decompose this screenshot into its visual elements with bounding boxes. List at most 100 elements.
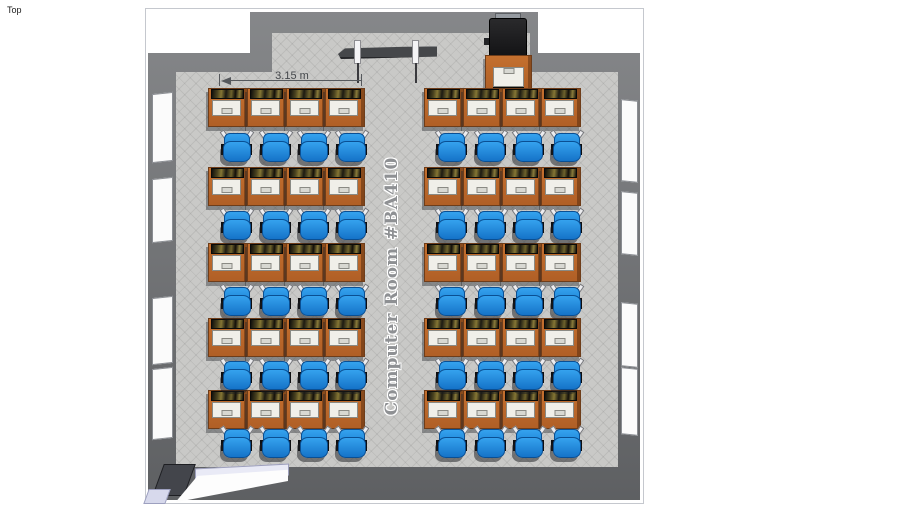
student-desk[interactable]: [325, 167, 365, 206]
student-desk[interactable]: [424, 243, 464, 282]
student-chair[interactable]: [473, 129, 509, 164]
student-chair[interactable]: [434, 425, 470, 460]
student-chair[interactable]: [296, 425, 332, 460]
student-chair[interactable]: [434, 357, 470, 392]
student-chair[interactable]: [296, 283, 332, 318]
student-chair[interactable]: [296, 129, 332, 164]
dimension-label[interactable]: 3.15 m: [275, 70, 309, 82]
student-chair[interactable]: [334, 283, 370, 318]
student-desk[interactable]: [463, 318, 503, 357]
student-desk[interactable]: [286, 167, 326, 206]
monitor-icon: [427, 168, 460, 178]
student-desk[interactable]: [502, 167, 542, 206]
student-desk[interactable]: [424, 88, 464, 127]
drawer-handle-icon: [260, 410, 271, 416]
student-desk[interactable]: [541, 243, 581, 282]
student-desk[interactable]: [502, 390, 542, 429]
student-chair[interactable]: [434, 207, 470, 242]
student-chair[interactable]: [334, 425, 370, 460]
student-desk[interactable]: [208, 390, 248, 429]
student-desk[interactable]: [208, 88, 248, 127]
student-chair[interactable]: [511, 425, 547, 460]
student-chair[interactable]: [549, 283, 585, 318]
student-chair[interactable]: [473, 425, 509, 460]
student-desk[interactable]: [424, 318, 464, 357]
teacher-chair[interactable]: [489, 18, 527, 59]
student-desk[interactable]: [247, 243, 287, 282]
student-chair[interactable]: [473, 207, 509, 242]
student-chair[interactable]: [473, 357, 509, 392]
drawer-handle-icon: [515, 263, 526, 269]
student-desk[interactable]: [463, 167, 503, 206]
student-desk[interactable]: [325, 390, 365, 429]
student-chair[interactable]: [511, 207, 547, 242]
student-chair[interactable]: [258, 207, 294, 242]
student-chair[interactable]: [258, 357, 294, 392]
student-chair[interactable]: [219, 425, 255, 460]
student-desk[interactable]: [541, 390, 581, 429]
window-left: [152, 366, 173, 441]
student-desk[interactable]: [247, 167, 287, 206]
student-chair[interactable]: [219, 129, 255, 164]
student-desk[interactable]: [247, 88, 287, 127]
student-desk[interactable]: [208, 243, 248, 282]
keyboard-tray: [506, 255, 535, 271]
student-chair[interactable]: [296, 357, 332, 392]
student-desk[interactable]: [247, 318, 287, 357]
student-chair[interactable]: [296, 207, 332, 242]
student-desk[interactable]: [325, 318, 365, 357]
student-desk[interactable]: [502, 243, 542, 282]
student-desk[interactable]: [286, 390, 326, 429]
student-chair[interactable]: [334, 129, 370, 164]
student-chair[interactable]: [219, 357, 255, 392]
window-right: [621, 302, 638, 368]
student-chair[interactable]: [258, 129, 294, 164]
student-chair[interactable]: [549, 357, 585, 392]
dimension-line[interactable]: [231, 80, 361, 81]
student-desk[interactable]: [541, 88, 581, 127]
student-desk[interactable]: [463, 390, 503, 429]
chair-seat: [477, 295, 505, 316]
student-desk[interactable]: [247, 390, 287, 429]
student-chair[interactable]: [511, 283, 547, 318]
keyboard-tray: [251, 100, 280, 116]
keyboard-tray: [428, 255, 457, 271]
student-chair[interactable]: [511, 129, 547, 164]
student-desk[interactable]: [502, 88, 542, 127]
student-desk[interactable]: [424, 390, 464, 429]
monitor-icon: [250, 244, 283, 254]
student-desk[interactable]: [325, 88, 365, 127]
room-name-label[interactable]: Computer Room #BA410: [382, 156, 402, 416]
student-chair[interactable]: [473, 283, 509, 318]
drawer-handle-icon: [515, 338, 526, 344]
monitor-icon: [544, 244, 577, 254]
student-desk[interactable]: [286, 318, 326, 357]
student-chair[interactable]: [549, 129, 585, 164]
monitor-icon: [211, 391, 244, 401]
student-chair[interactable]: [258, 425, 294, 460]
student-chair[interactable]: [219, 283, 255, 318]
student-desk[interactable]: [208, 167, 248, 206]
student-chair[interactable]: [549, 207, 585, 242]
student-desk[interactable]: [463, 243, 503, 282]
student-desk[interactable]: [502, 318, 542, 357]
student-chair[interactable]: [511, 357, 547, 392]
monitor-icon: [289, 168, 322, 178]
student-desk[interactable]: [541, 318, 581, 357]
student-chair[interactable]: [434, 129, 470, 164]
student-desk[interactable]: [208, 318, 248, 357]
student-desk[interactable]: [463, 88, 503, 127]
student-chair[interactable]: [334, 357, 370, 392]
student-desk[interactable]: [286, 243, 326, 282]
student-chair[interactable]: [434, 283, 470, 318]
student-desk[interactable]: [325, 243, 365, 282]
student-chair[interactable]: [258, 283, 294, 318]
student-desk[interactable]: [286, 88, 326, 127]
student-desk[interactable]: [541, 167, 581, 206]
student-chair[interactable]: [219, 207, 255, 242]
keyboard-tray: [506, 100, 535, 116]
student-desk[interactable]: [424, 167, 464, 206]
keyboard-tray: [545, 179, 574, 195]
student-chair[interactable]: [549, 425, 585, 460]
student-chair[interactable]: [334, 207, 370, 242]
